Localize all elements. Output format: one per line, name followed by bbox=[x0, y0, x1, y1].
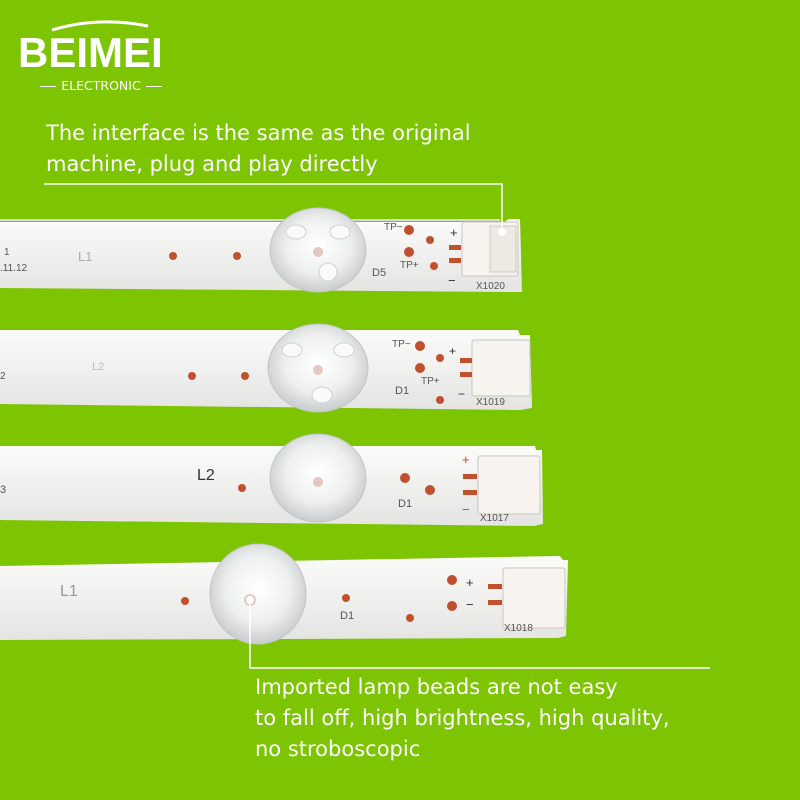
strip3-lens-label: D1 bbox=[398, 498, 413, 510]
callout-top bbox=[44, 183, 506, 236]
strip1-tp-minus: TP− bbox=[384, 222, 403, 233]
lens bbox=[269, 433, 367, 523]
strip2-tp-plus: TP+ bbox=[421, 376, 440, 387]
strip2-tp-minus: TP− bbox=[392, 339, 411, 350]
connector-x1017 bbox=[463, 455, 541, 515]
strip3-left-code: 3 bbox=[0, 484, 7, 496]
brand-subtitle: ELECTRONIC bbox=[26, 79, 176, 93]
strip2-mark: L2 bbox=[92, 361, 105, 373]
strip3-connector-label: X1017 bbox=[480, 513, 509, 524]
strip4-mark: L1 bbox=[60, 583, 78, 600]
strip4-plus: + bbox=[466, 575, 474, 590]
brand-name: BEIMEI bbox=[18, 29, 163, 76]
caption-top: The interface is the same as the origina… bbox=[46, 121, 471, 176]
strip1-lens-label: D5 bbox=[372, 267, 387, 279]
brand-logo: BEIMEI ELECTRONIC bbox=[18, 18, 183, 98]
strip2-left-code: 2 bbox=[0, 371, 6, 382]
strip3-minus: − bbox=[462, 502, 470, 517]
connector-x1018 bbox=[488, 567, 566, 629]
lens bbox=[267, 323, 369, 413]
led-strip-4 bbox=[0, 543, 568, 645]
strip4-connector-label: X1018 bbox=[504, 623, 533, 634]
strip1-mark: L1 bbox=[78, 249, 93, 264]
strip1-left-code: 1 bbox=[4, 247, 10, 258]
connector-x1020 bbox=[449, 221, 519, 277]
strip1-plus: + bbox=[450, 225, 458, 240]
strip3-mark: L2 bbox=[197, 467, 215, 484]
led-strip-1 bbox=[0, 207, 522, 293]
strip1-tp-plus: TP+ bbox=[400, 260, 419, 271]
callout-bottom bbox=[246, 596, 710, 669]
connector-x1019 bbox=[460, 339, 531, 397]
led-strip-3 bbox=[0, 433, 543, 526]
strip2-lens-label: D1 bbox=[395, 385, 410, 397]
led-strip-2 bbox=[0, 323, 532, 413]
lens bbox=[209, 543, 307, 645]
strip2-connector-label: X1019 bbox=[476, 397, 505, 408]
strip4-lens-label: D1 bbox=[340, 610, 355, 622]
strip1-left-date: .11.12 bbox=[0, 263, 28, 274]
strip1-connector-label: X1020 bbox=[476, 281, 505, 292]
lens bbox=[269, 207, 367, 293]
logo-arc-icon bbox=[51, 20, 149, 32]
strip1-minus: − bbox=[448, 273, 456, 288]
strip4-minus: − bbox=[466, 597, 474, 612]
strip2-plus: + bbox=[449, 344, 457, 358]
strip2-minus: − bbox=[458, 387, 466, 401]
strip3-plus: + bbox=[462, 452, 470, 467]
